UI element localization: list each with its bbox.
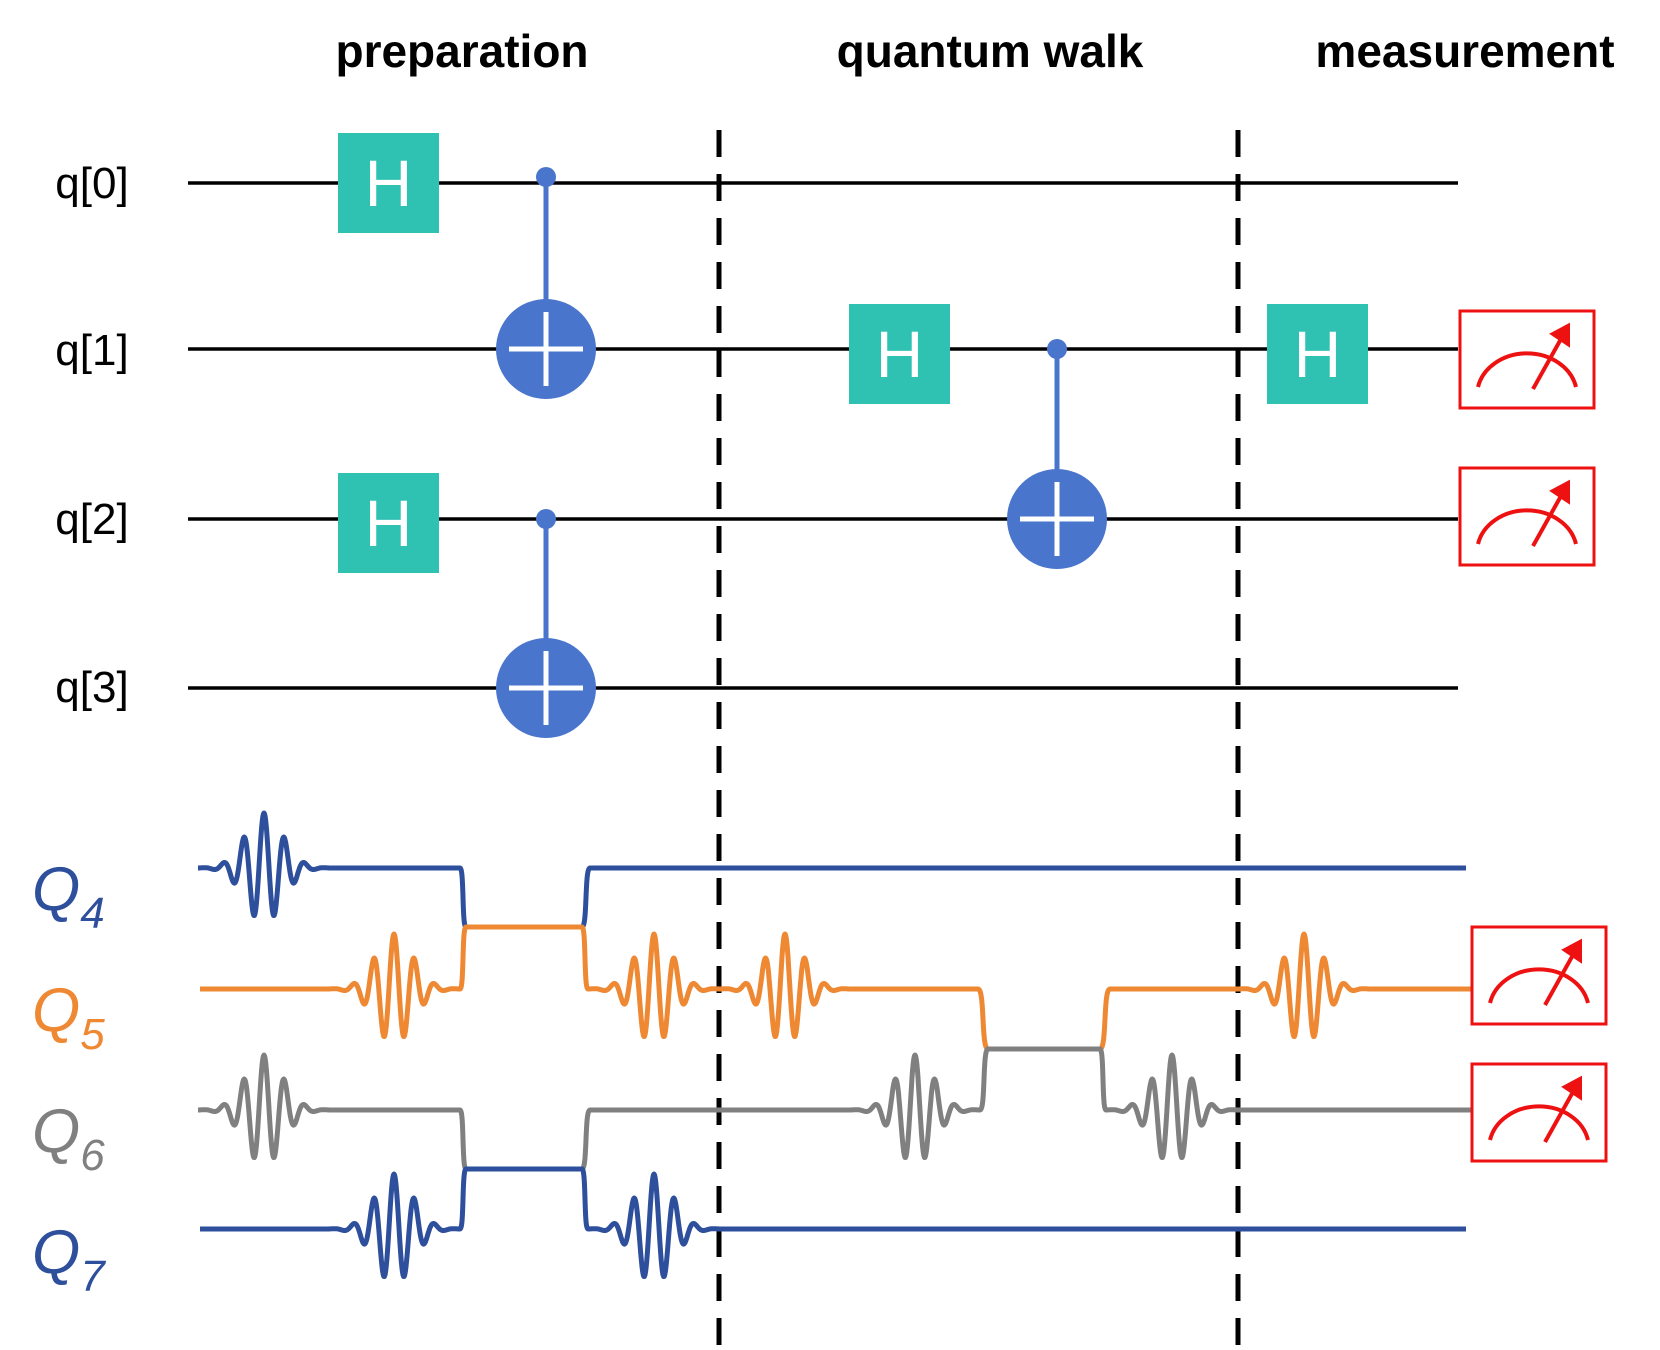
control-dot-icon bbox=[536, 509, 556, 529]
cnot-target-icon bbox=[496, 638, 596, 738]
cnot-target-icon bbox=[496, 299, 596, 399]
measure-q2 bbox=[1458, 466, 1596, 567]
h-gate-q2: H bbox=[338, 473, 439, 573]
qubit-label-0: q[0] bbox=[55, 159, 128, 208]
meter-icon bbox=[1476, 322, 1578, 390]
hadamard-gate-icon bbox=[338, 133, 439, 233]
hadamard-gate-icon bbox=[849, 304, 950, 404]
control-dot-icon bbox=[536, 167, 556, 187]
hadamard-gate-icon bbox=[338, 473, 439, 573]
pulse-traces bbox=[196, 810, 1472, 1279]
h-gate-label: H bbox=[1294, 317, 1342, 391]
qubit-label-1: q[1] bbox=[55, 326, 128, 375]
h-gate-q1-measure: H bbox=[1267, 304, 1368, 404]
meter-icon bbox=[1488, 938, 1590, 1006]
h-gate-q1-walk: H bbox=[849, 304, 950, 404]
measure-q1 bbox=[1458, 309, 1596, 410]
physical-qubit-label-7: Q7 bbox=[32, 1218, 106, 1301]
meter-icon bbox=[1476, 479, 1578, 547]
pulse-trace-q4 bbox=[196, 810, 1466, 930]
measure-q5 bbox=[1470, 925, 1608, 1026]
h-gate-label: H bbox=[876, 317, 924, 391]
h-gate-q0: H bbox=[338, 133, 439, 233]
qubit-label-3: q[3] bbox=[55, 663, 128, 712]
stage-title-quantum-walk: quantum walk bbox=[837, 25, 1144, 77]
stage-title-measurement: measurement bbox=[1315, 25, 1614, 77]
cnot-q1-q2 bbox=[1007, 339, 1107, 569]
cnot-q2-q3 bbox=[496, 509, 596, 738]
hadamard-gate-icon bbox=[1267, 304, 1368, 404]
stage-title-preparation: preparation bbox=[335, 25, 588, 77]
pulse-trace-q6 bbox=[196, 1046, 1472, 1172]
h-gate-label: H bbox=[365, 146, 413, 220]
h-gate-label: H bbox=[365, 486, 413, 560]
cnot-target-icon bbox=[1007, 469, 1107, 569]
logical-wires bbox=[188, 181, 1458, 690]
pulse-trace-q7 bbox=[200, 1166, 1466, 1279]
physical-qubit-label-6: Q6 bbox=[32, 1097, 105, 1180]
qubit-label-2: q[2] bbox=[55, 495, 128, 544]
physical-qubit-label-5: Q5 bbox=[32, 976, 105, 1059]
physical-labels: Q4 Q5 Q6 Q7 bbox=[32, 855, 106, 1301]
meter-icon bbox=[1488, 1075, 1590, 1143]
physical-qubit-label-4: Q4 bbox=[32, 855, 105, 938]
control-dot-icon bbox=[1047, 339, 1067, 359]
stage-separators bbox=[716, 130, 1241, 1350]
pulse-trace-q5 bbox=[200, 924, 1472, 1052]
measure-q6 bbox=[1470, 1062, 1608, 1163]
cnot-q0-q1 bbox=[496, 167, 596, 399]
